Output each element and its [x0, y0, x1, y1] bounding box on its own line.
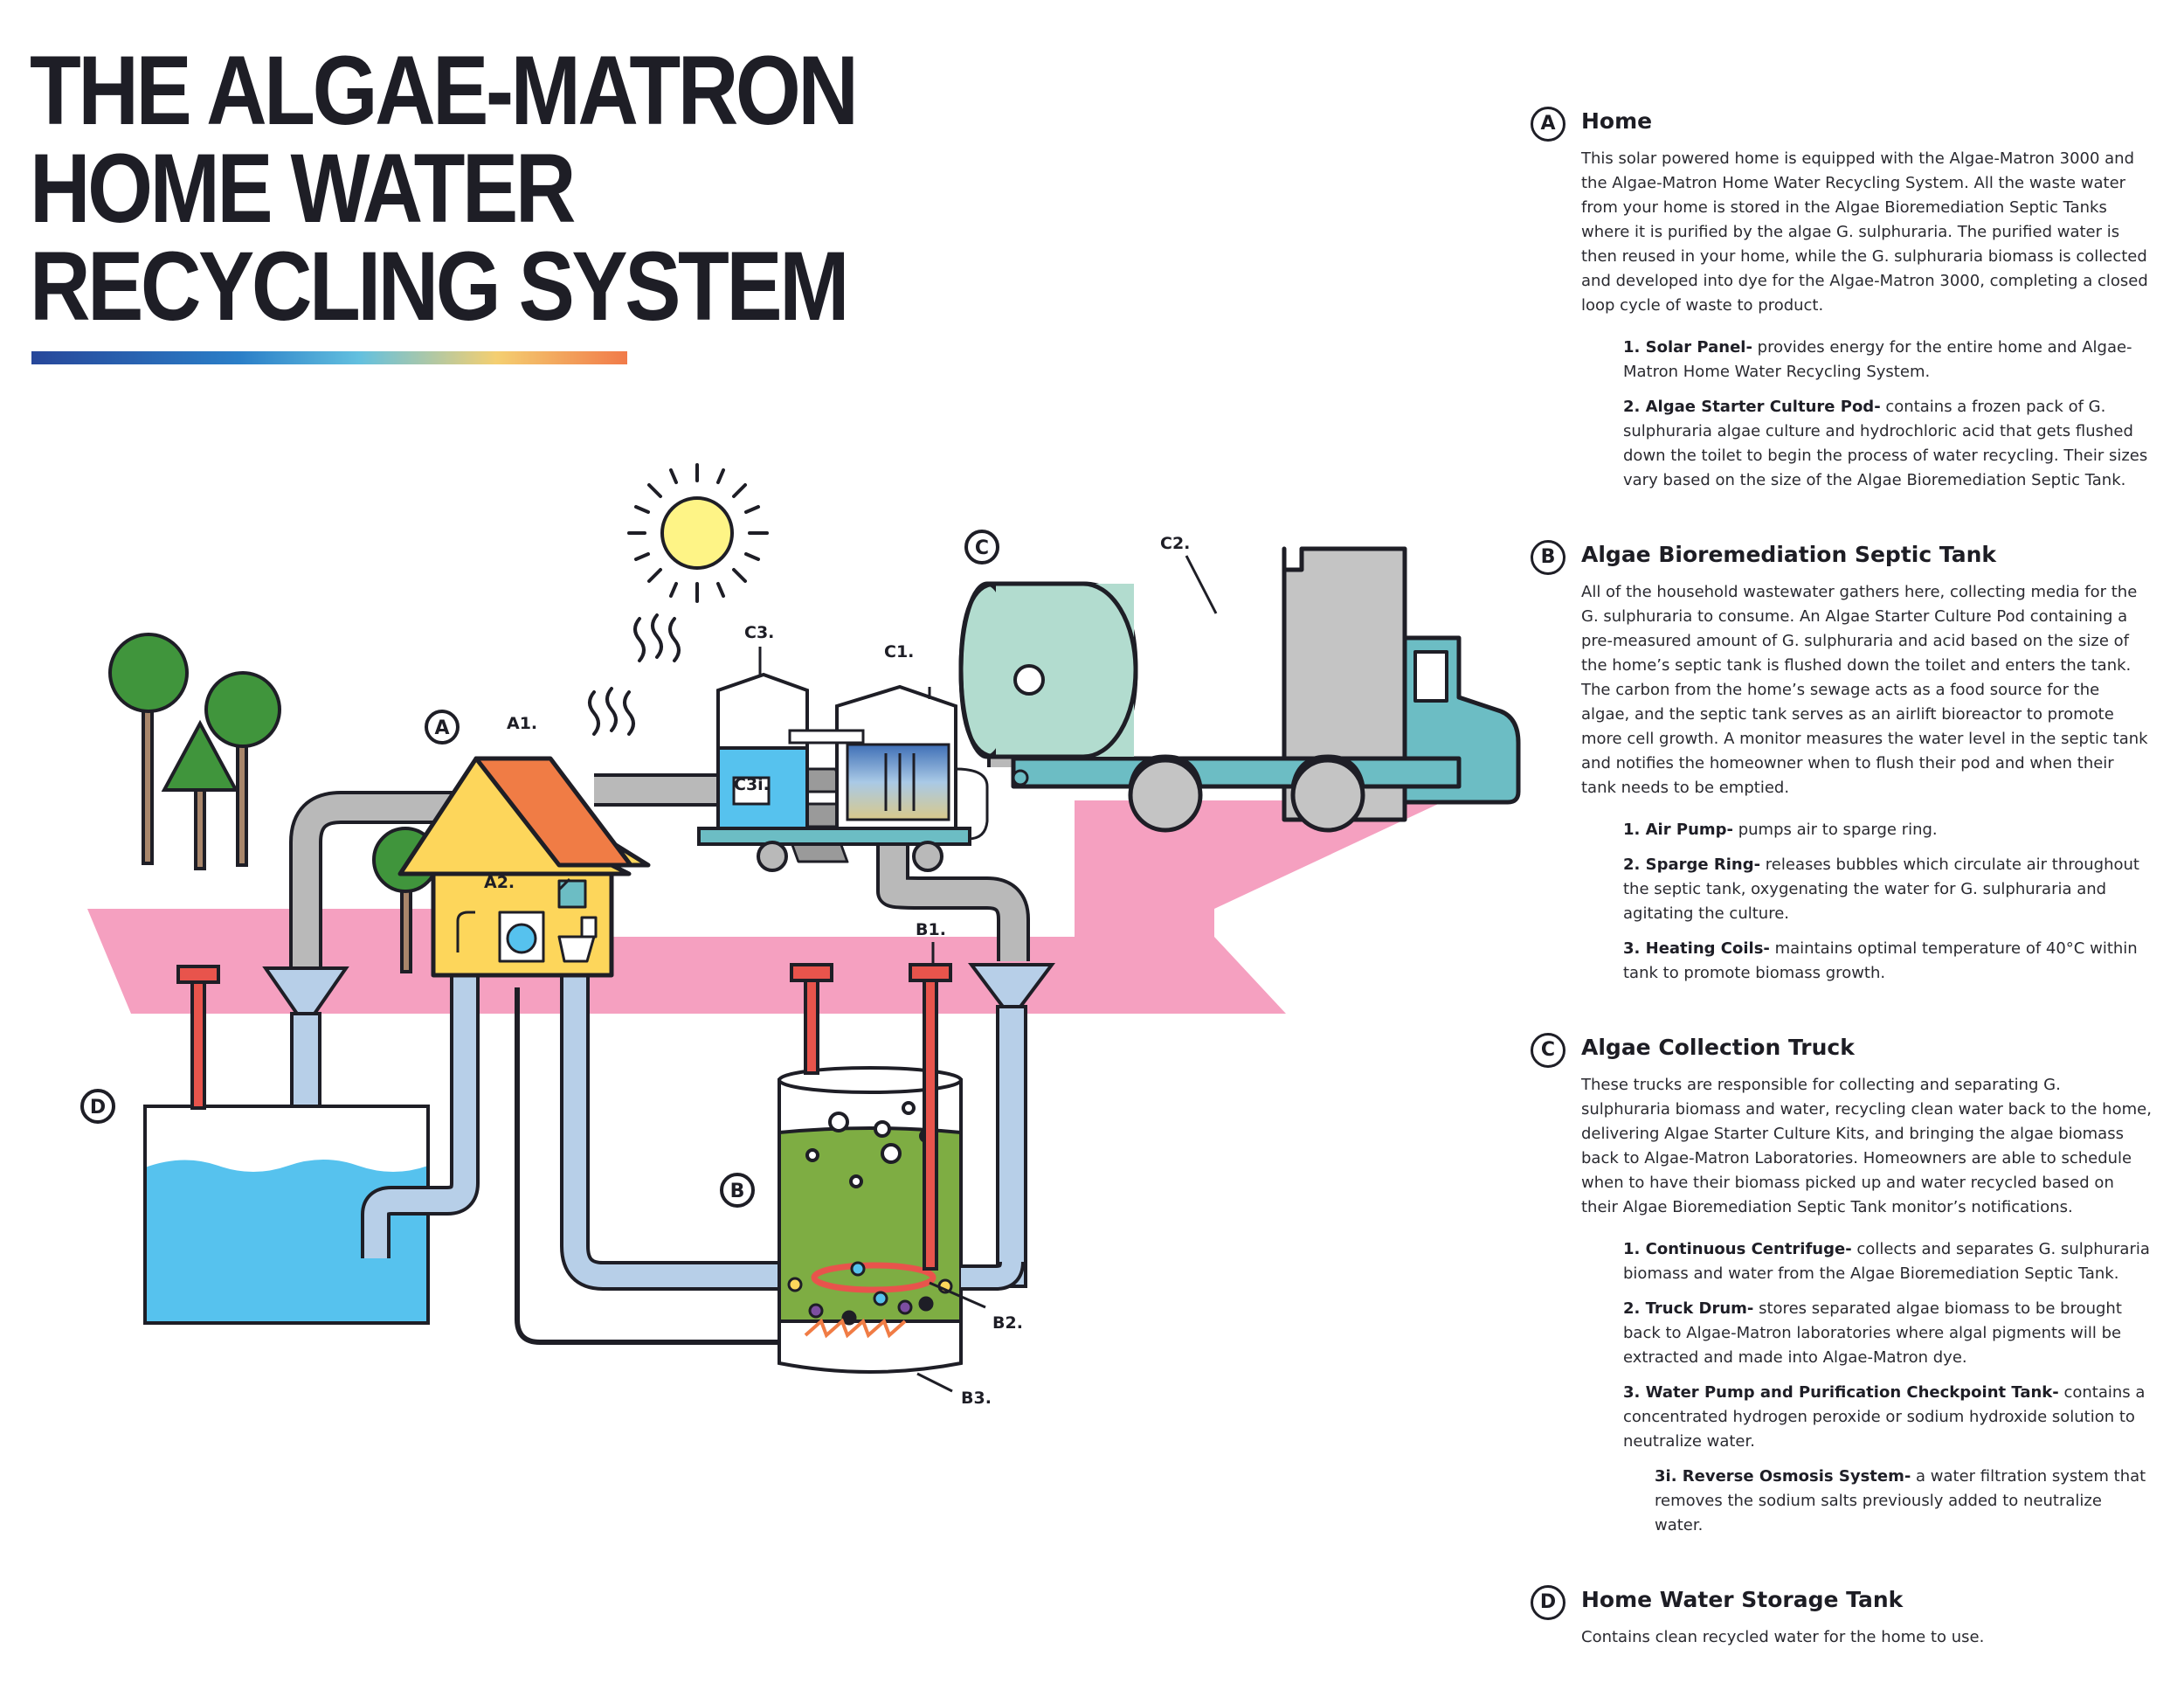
- section-storage-tank: D Home Water Storage Tank Contains clean…: [1531, 1585, 2153, 1650]
- truck-item-centrifuge: 1. Continuous Centrifuge- collects and s…: [1623, 1237, 2153, 1286]
- item-term: 3i. Reverse Osmosis System-: [1655, 1467, 1911, 1486]
- air-pump-line: [515, 987, 778, 1345]
- item-term: 1. Continuous Centrifuge-: [1623, 1240, 1852, 1258]
- section-home-header: A Home: [1531, 107, 2153, 145]
- system-diagram: A C B D A1. A2. B1. B2. B3. C1. C2. C3. …: [80, 463, 1521, 1408]
- title-gradient-bar: [31, 351, 627, 364]
- home-water-storage-tank: [143, 1105, 430, 1325]
- section-septic-body: All of the household wastewater gathers …: [1581, 583, 2148, 797]
- pipe-c1-to-b: [876, 843, 1030, 961]
- air-pump-b1: [909, 963, 952, 1271]
- item-desc: contains a frozen pack of G. sulphuraria…: [1623, 398, 2148, 489]
- funnel-septic: [968, 963, 1055, 1288]
- septic-item-heating-coils: 3. Heating Coils- maintains optimal temp…: [1623, 937, 2153, 986]
- heater-b-left: [790, 963, 833, 1075]
- leader-lines: [557, 555, 1218, 1393]
- trees: [108, 633, 439, 973]
- waste-pipe-to-septic: [560, 972, 786, 1291]
- section-collection-truck: C Algae Collection Truck These trucks ar…: [1531, 1033, 2153, 1538]
- section-home-body: This solar powered home is equipped with…: [1581, 149, 2148, 315]
- badge-a-label: A: [434, 717, 449, 739]
- label-c1: C1.: [884, 642, 914, 661]
- section-septic-header: B Algae Bioremediation Septic Tank: [1531, 540, 2153, 578]
- home-item-solar-panel: 1. Solar Panel- provides energy for the …: [1623, 336, 2153, 384]
- section-truck-title: Algae Collection Truck: [1581, 1035, 1855, 1060]
- section-home-items: 1. Solar Panel- provides energy for the …: [1623, 336, 2153, 493]
- section-storage-badge: D: [1531, 1585, 1565, 1620]
- legend-panel: A Home This solar powered home is equipp…: [1531, 107, 2153, 1697]
- section-truck-body: These trucks are responsible for collect…: [1581, 1076, 2152, 1216]
- algae-collection-truck: [958, 546, 1521, 833]
- label-b3: B3.: [961, 1389, 992, 1408]
- badge-c-label: C: [975, 537, 989, 559]
- septic-item-sparge-ring: 2. Sparge Ring- releases bubbles which c…: [1623, 853, 2153, 926]
- item-term: 2. Sparge Ring-: [1623, 855, 1761, 874]
- section-truck-header: C Algae Collection Truck: [1531, 1033, 2153, 1071]
- diagram-badges: [80, 530, 999, 1208]
- reverse-osmosis-c3: [716, 672, 809, 841]
- truck-item-reverse-osmosis: 3i. Reverse Osmosis System- a water filt…: [1655, 1465, 2153, 1538]
- label-c3i: C3i.: [734, 775, 770, 794]
- item-desc: provides energy for the entire home and …: [1623, 338, 2132, 381]
- section-storage-title: Home Water Storage Tank: [1581, 1587, 1904, 1612]
- item-term: 1. Solar Panel-: [1623, 338, 1752, 357]
- title-line-2: HOME WATER: [30, 134, 576, 243]
- clean-pipe-to-house: [361, 972, 480, 1258]
- badge-b-label: B: [730, 1181, 745, 1202]
- heater-d: [176, 965, 220, 1110]
- algae-bioremediation-septic-tank: [778, 1066, 963, 1374]
- section-storage-header: D Home Water Storage Tank: [1531, 1585, 2153, 1624]
- continuous-centrifuge-c1: [788, 684, 957, 830]
- item-desc: a water filtration system that removes t…: [1655, 1467, 2146, 1534]
- label-b2: B2.: [992, 1313, 1023, 1333]
- item-desc: maintains optimal temperature of 40°C wi…: [1623, 939, 2138, 982]
- section-septic-badge: B: [1531, 540, 1565, 575]
- septic-outlet-pipe: [961, 1261, 1025, 1291]
- badge-d-label: D: [90, 1097, 106, 1119]
- section-truck-badge: C: [1531, 1033, 1565, 1068]
- section-storage-body: Contains clean recycled water for the ho…: [1581, 1628, 1985, 1646]
- truck-item-drum: 2. Truck Drum- stores separated algae bi…: [1623, 1297, 2153, 1370]
- truck-platform: [697, 767, 989, 872]
- item-desc: releases bubbles which circulate air thr…: [1623, 855, 2139, 923]
- pink-ground: [87, 800, 1446, 1014]
- item-desc: contains a concentrated hydrogen peroxid…: [1623, 1383, 2146, 1451]
- label-a2: A2.: [484, 873, 515, 892]
- section-truck-items: 1. Continuous Centrifuge- collects and s…: [1623, 1237, 2153, 1538]
- septic-item-air-pump: 1. Air Pump- pumps air to sparge ring.: [1623, 818, 2153, 842]
- section-home-title: Home: [1581, 108, 1653, 134]
- home-item-starter-pod: 2. Algae Starter Culture Pod- contains a…: [1623, 395, 2153, 493]
- sun-rays-icon: [588, 613, 681, 736]
- section-septic-title: Algae Bioremediation Septic Tank: [1581, 542, 1996, 567]
- sun-icon: [627, 463, 769, 603]
- truck-item-water-pump: 3. Water Pump and Purification Checkpoin…: [1623, 1381, 2153, 1454]
- label-c3: C3.: [744, 623, 774, 642]
- item-term: 2. Algae Starter Culture Pod-: [1623, 398, 1881, 416]
- item-term: 2. Truck Drum-: [1623, 1299, 1754, 1318]
- item-desc: collects and separates G. sulphuraria bi…: [1623, 1240, 2150, 1283]
- label-c2: C2.: [1160, 534, 1190, 553]
- item-desc: pumps air to sparge ring.: [1733, 821, 1938, 839]
- section-septic-tank: B Algae Bioremediation Septic Tank All o…: [1531, 540, 2153, 986]
- section-home: A Home This solar powered home is equipp…: [1531, 107, 2153, 493]
- section-septic-items: 1. Air Pump- pumps air to sparge ring. 2…: [1623, 818, 2153, 986]
- waste-pipe-to-storage: [289, 791, 480, 994]
- item-desc: stores separated algae biomass to be bro…: [1623, 1299, 2122, 1367]
- item-term: 3. Water Pump and Purification Checkpoin…: [1623, 1383, 2059, 1402]
- label-b1: B1.: [916, 920, 946, 939]
- item-term: 1. Air Pump-: [1623, 821, 1733, 839]
- item-term: 3. Heating Coils-: [1623, 939, 1770, 958]
- section-home-badge: A: [1531, 107, 1565, 142]
- label-a1: A1.: [507, 714, 537, 733]
